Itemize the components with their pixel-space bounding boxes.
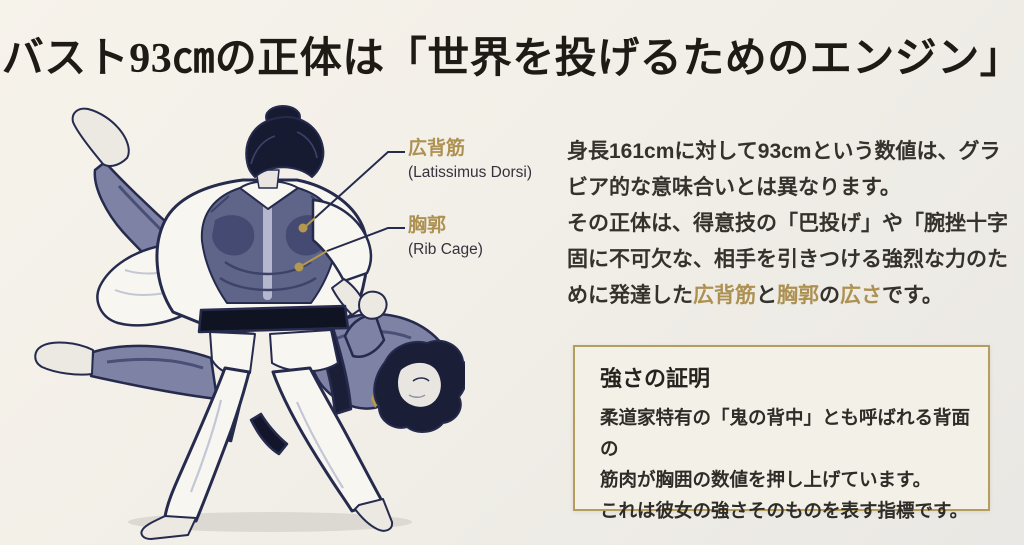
page-title: バスト93㎝の正体は「世界を投げるためのエンジン」 [1,36,1023,82]
info-box-line-2: 筋肉が胸囲の数値を押し上げています。 [600,469,932,490]
label-ribcage-jp: 胸郭 [408,215,447,236]
body-line-5: めに発達した広背筋と胸郭の広さです。 [567,284,943,307]
keyword-latissimus: 広背筋 [693,284,756,307]
body-line-4: 固に不可欠な、相手を引きつける強烈な力のた [567,248,1008,271]
info-box-title: 強さの証明 [600,366,711,391]
judo-throw-illustration [34,105,465,540]
keyword-breadth: 広さ [840,284,882,307]
marker-dot-latissimus [298,223,308,233]
leader-lines [294,151,405,272]
keyword-ribcage: 胸郭 [777,284,819,307]
label-latissimus-jp: 広背筋 [408,138,466,159]
label-rib-cage: 胸郭 (Rib Cage) [408,215,483,258]
body-line-1: 身長161cmに対して93cmという数値は、グラ [567,140,1001,163]
body-line-2: ビア的な意味合いとは異なります。 [567,176,901,199]
label-latissimus-en: (Latissimus Dorsi) [408,163,533,181]
label-latissimus-dorsi: 広背筋 (Latissimus Dorsi) [408,138,533,181]
info-box-body: 柔道家特有の「鬼の背中」とも呼ばれる背面の 筋肉が胸囲の数値を押し上げています。… [600,402,988,526]
info-box-line-3: これは彼女の強さそのものを表す指標です。 [600,500,969,521]
marker-dot-ribcage [294,262,304,272]
body-line-3: その正体は、得意技の「巴投げ」や「腕挫十字 [567,212,1008,235]
strength-proof-box: 強さの証明 柔道家特有の「鬼の背中」とも呼ばれる背面の 筋肉が胸囲の数値を押し上… [573,345,990,521]
thrower-figure [96,105,394,540]
label-ribcage-en: (Rib Cage) [408,240,483,258]
info-box-line-1: 柔道家特有の「鬼の背中」とも呼ばれる背面の [600,407,971,459]
body-paragraph: 身長161cmに対して93cmという数値は、グラ ビア的な意味合いとは異なります… [567,134,1019,314]
